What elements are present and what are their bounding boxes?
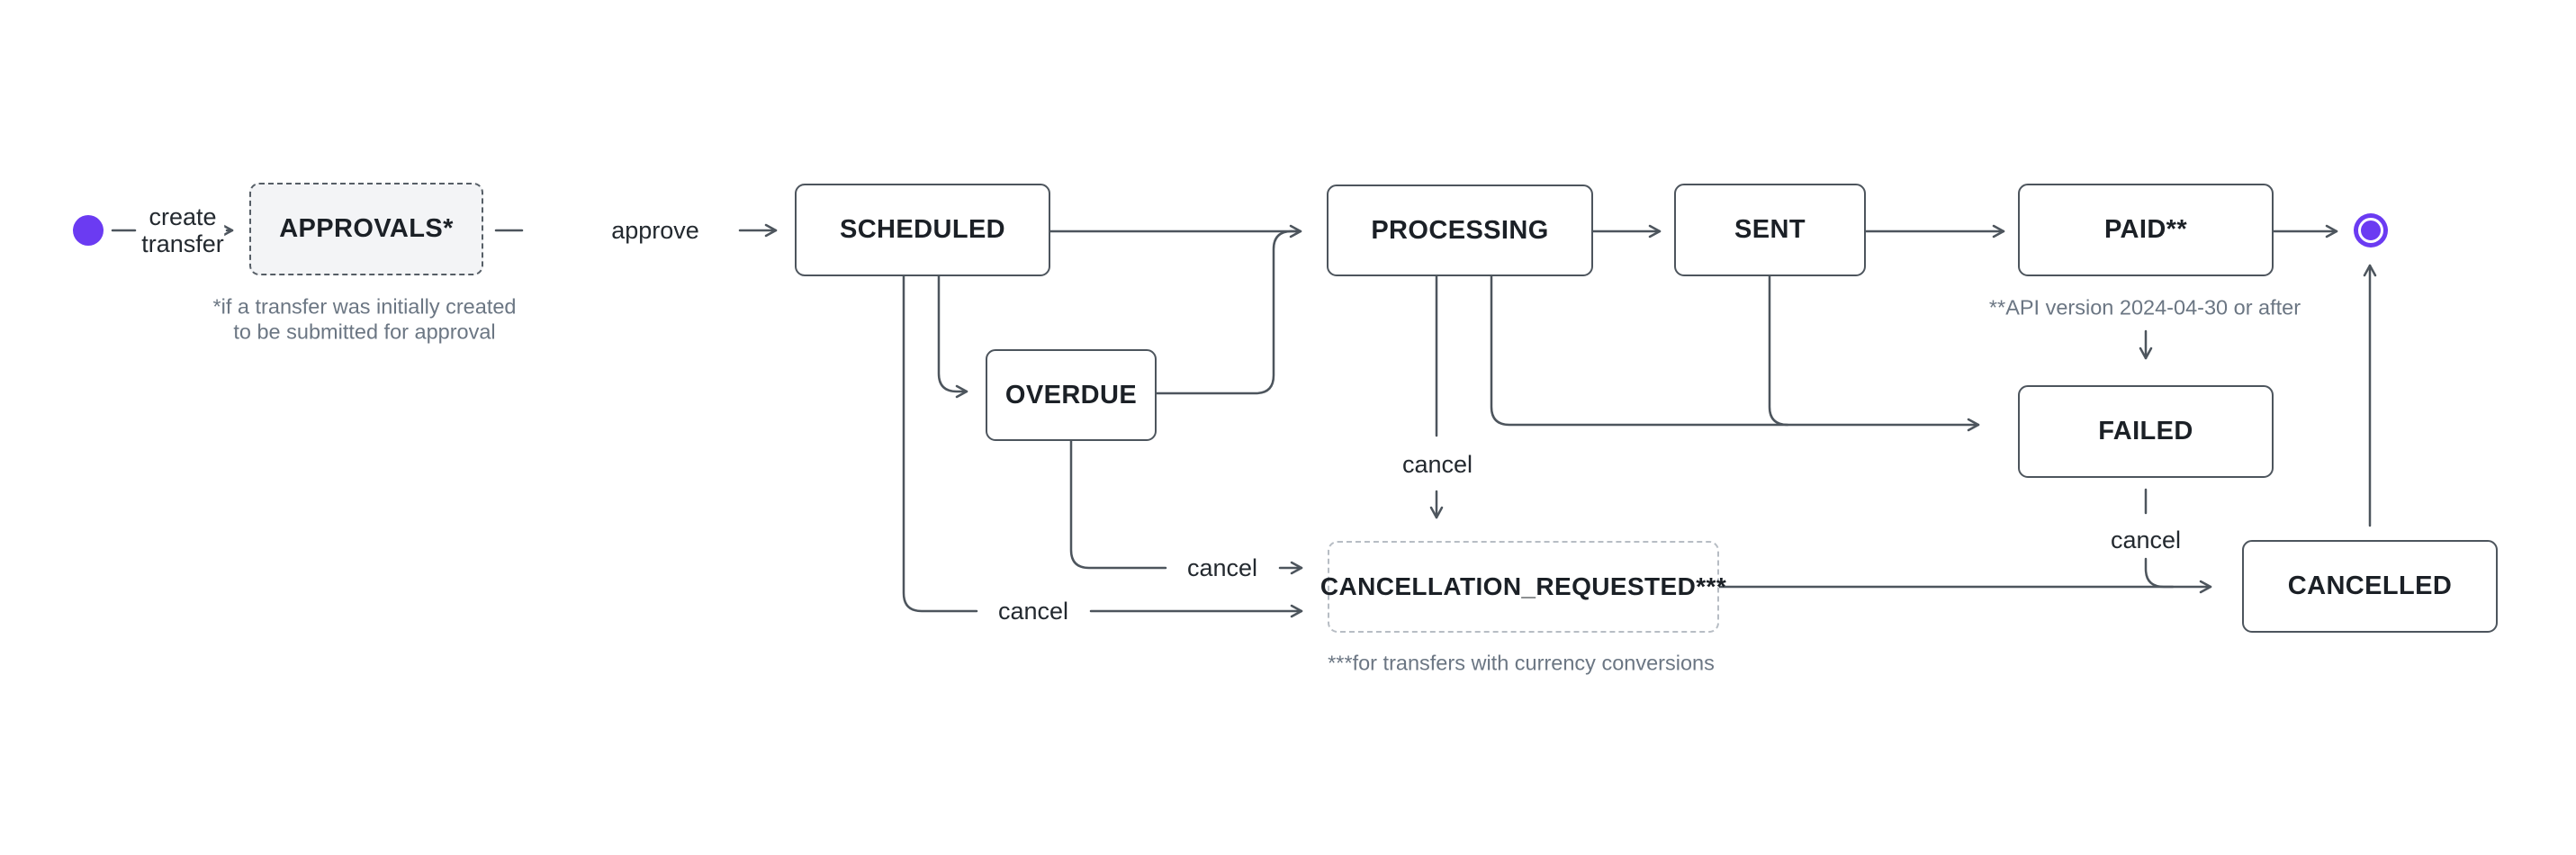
edge-label-cancel-failed: cancel xyxy=(2110,526,2182,554)
edge-label-cancel-scheduled: cancel xyxy=(997,597,1069,626)
edge-sent-to-failed-join xyxy=(1768,274,1789,427)
footnote-paid: **API version 2024-04-30 or after xyxy=(1988,295,2301,320)
state-node-cancelled: CANCELLED xyxy=(2242,540,2498,633)
end-state-icon xyxy=(2354,213,2388,248)
footnote-cancellation-requested: ***for transfers with currency conversio… xyxy=(1328,651,1715,675)
start-state-icon xyxy=(73,215,104,246)
state-node-approvals: APPROVALS* xyxy=(249,183,483,275)
state-node-overdue: OVERDUE xyxy=(986,349,1157,441)
edge-scheduled-cancel-curve xyxy=(902,274,978,613)
edge-failed-cancel-curve xyxy=(2144,557,2175,589)
edge-overdue-to-processing xyxy=(1155,230,1300,395)
footnote-approvals-line2: to be submitted for approval xyxy=(233,320,496,344)
state-node-sent: SENT xyxy=(1674,184,1866,276)
edge-label-create-transfer: create transfer xyxy=(141,202,224,258)
state-node-cancellation-requested: CANCELLATION_REQUESTED*** xyxy=(1320,541,1726,633)
edge-processing-to-failed xyxy=(1490,274,1980,432)
state-node-processing: PROCESSING xyxy=(1327,184,1593,276)
edge-scheduled-to-overdue xyxy=(937,274,968,399)
footnote-approvals-line1: *if a transfer was initially created xyxy=(212,294,517,319)
edge-label-approve: approve xyxy=(611,216,699,245)
edge-label-cancel-processing: cancel xyxy=(1401,450,1473,479)
edge-label-cancel-overdue: cancel xyxy=(1186,554,1258,582)
state-node-scheduled: SCHEDULED xyxy=(795,184,1050,276)
state-node-paid: PAID** xyxy=(2018,184,2274,276)
edge-overdue-cancel-curve xyxy=(1069,439,1167,570)
state-node-failed: FAILED xyxy=(2018,385,2274,478)
